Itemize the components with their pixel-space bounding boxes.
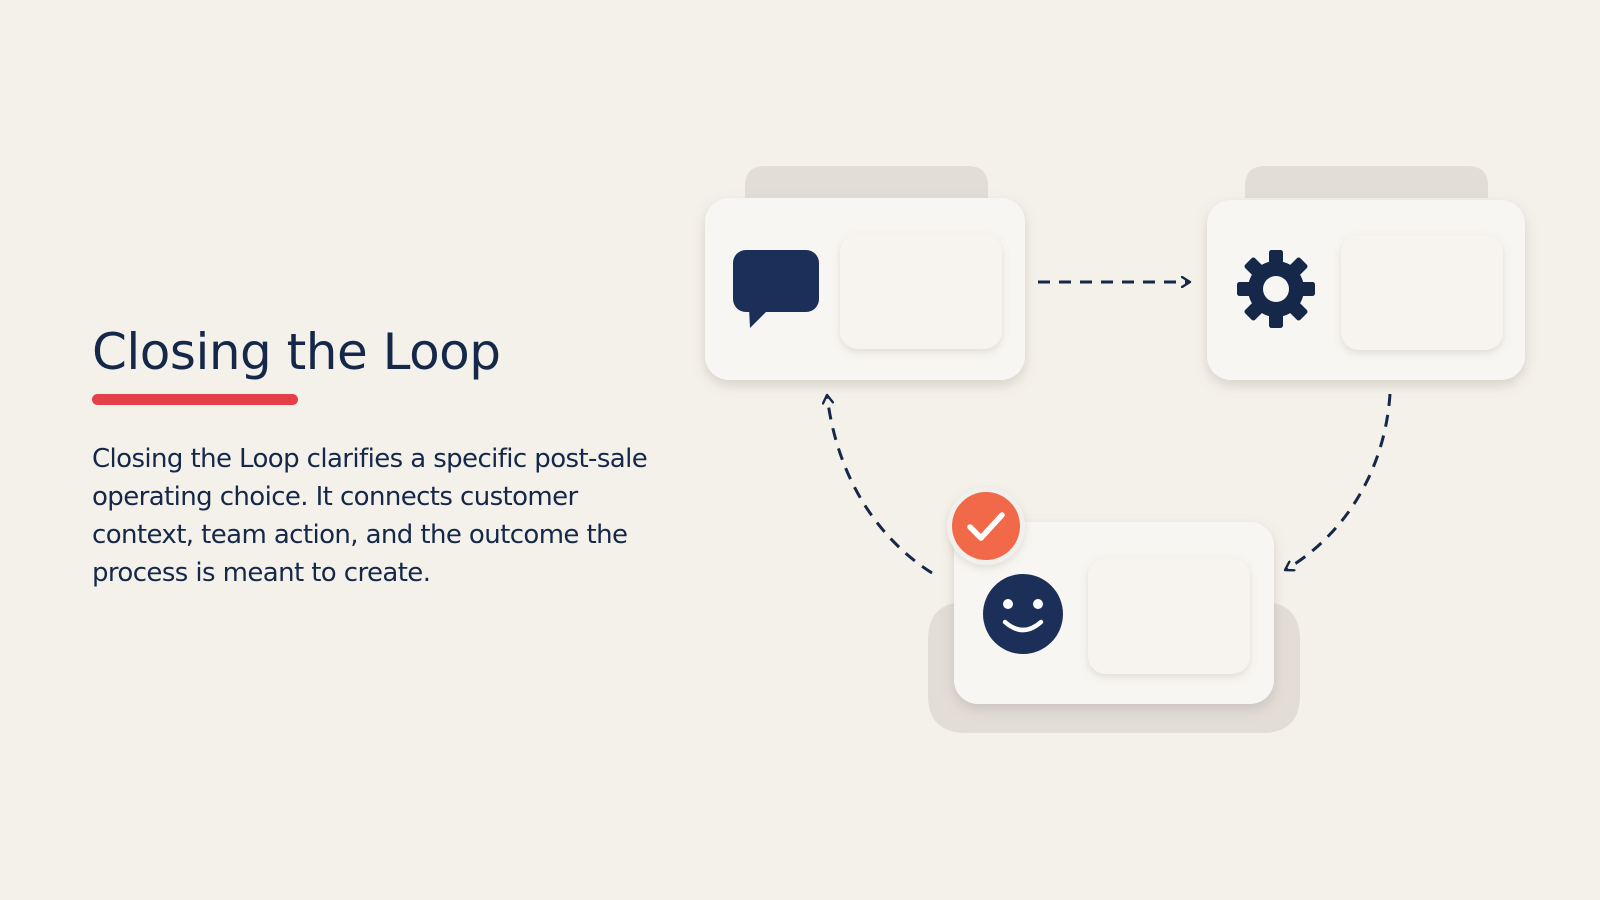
node-customer-context [705,166,1025,380]
check-badge-icon [947,487,1025,565]
node-inner-panel [1341,235,1503,350]
arrow-outcome-to-context [827,395,933,575]
gear-icon [1237,250,1315,328]
arrow-action-to-outcome [1285,393,1392,570]
node-outcome [928,487,1300,733]
speech-bubble-icon [733,250,819,328]
node-inner-panel [1088,558,1250,674]
node-tab [1245,166,1488,198]
smiley-face-icon [983,574,1063,654]
slide-body: Closing the Loop clarifies a specific po… [92,444,648,588]
title-underline [92,394,298,405]
node-team-action [1207,166,1525,380]
slide-title: Closing the Loop [92,323,501,381]
node-tab [745,166,988,198]
node-inner-panel [840,234,1002,349]
